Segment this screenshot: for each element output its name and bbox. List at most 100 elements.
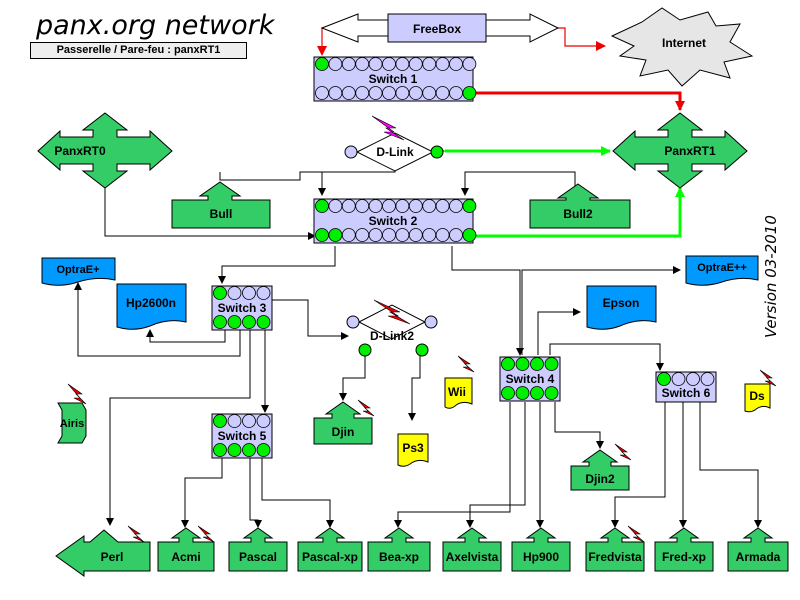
switch-port [315, 228, 329, 242]
switch-port [368, 86, 383, 100]
djin2-node: Djin2 [570, 443, 632, 491]
epson-node: Epson [586, 285, 657, 330]
switch-port [242, 443, 256, 457]
switch-6: Switch 6 [655, 371, 717, 403]
switch-port [242, 315, 256, 329]
perl-label: Perl [101, 550, 124, 564]
link-switch3-perl [106, 330, 251, 526]
switch-port [355, 57, 370, 71]
wifi-icon [614, 443, 632, 461]
switch-port [462, 57, 477, 71]
wifi-icon [197, 525, 215, 543]
switch-port [315, 86, 329, 100]
link-dlink2-djin [339, 356, 366, 401]
switch-port [408, 57, 423, 71]
link-switch3-optrae [74, 282, 241, 357]
workstation-label: Pascal [239, 550, 277, 564]
switch-1-label: Switch 1 [369, 72, 418, 86]
internet-label: Internet [662, 36, 706, 50]
switch-port [341, 86, 356, 100]
switch-port [544, 386, 559, 400]
switch-port [368, 199, 383, 213]
optrae-plus-label: OptraE+ [56, 264, 99, 276]
switch-port [422, 228, 437, 242]
wifi-icon [67, 383, 87, 405]
wifi-icon [371, 115, 405, 141]
workstation-fred-xp: Fred-xp [654, 527, 714, 572]
bull-node: Bull [171, 181, 271, 229]
link-switch4-beaxp [394, 402, 511, 528]
perl-node: Perl [55, 525, 151, 577]
link-switch6-fredvista [611, 402, 666, 528]
switch-port [395, 228, 410, 242]
switch-port [328, 228, 343, 242]
switch-port [395, 86, 410, 100]
switch-2-label: Switch 2 [369, 214, 418, 228]
djin-node: Djin [313, 399, 375, 445]
link-switch1-panxrt1 [464, 88, 685, 111]
workstation-label: Armada [736, 550, 781, 564]
freebox-label: FreeBox [413, 22, 461, 36]
switch-port [408, 86, 423, 100]
workstation-label: Axelvista [446, 550, 499, 564]
switch-port [328, 57, 343, 71]
dlink2-node: D-Link2 [346, 299, 438, 357]
switch-port [256, 414, 271, 428]
hp2600n-node: Hp2600n [116, 283, 187, 330]
link-switch2-switch4 [451, 246, 524, 356]
switch-port [462, 228, 477, 242]
switch-port [227, 443, 242, 457]
link-switch4-switch6 [549, 343, 664, 371]
switch-port [501, 357, 515, 371]
switch-port [435, 199, 450, 213]
workstation-fredvista: Fredvista [585, 525, 645, 572]
switch-port [256, 315, 271, 329]
link-switch3-hp2600n [146, 329, 226, 343]
switch-port [530, 357, 544, 371]
connections [74, 27, 762, 528]
switch-port [368, 228, 383, 242]
switch-port [242, 414, 256, 428]
panxrt1-node: PanxRT1 [612, 112, 748, 189]
switch-6-label: Switch 6 [662, 386, 711, 400]
switch-port [515, 386, 530, 400]
switch-port [449, 57, 463, 71]
switch-port [341, 199, 356, 213]
switch-port [341, 228, 356, 242]
ps3-label: Ps3 [402, 441, 424, 455]
switch-port [395, 199, 410, 213]
workstation-armada: Armada [727, 527, 789, 572]
workstation-label: Pascal-xp [302, 550, 358, 564]
wifi-icon [457, 355, 475, 373]
switch-port [382, 199, 396, 213]
switch-5: Switch 5 [211, 413, 273, 459]
workstation-axelvista: Axelvista [442, 527, 502, 572]
airis-node: Airis [57, 383, 87, 444]
link-switch5-pascalxp [261, 458, 334, 528]
ds-node: Ds [744, 369, 777, 413]
switch-4: Switch 4 [499, 356, 561, 402]
link-switch4-optraepp [521, 266, 681, 355]
djin-label: Djin [332, 425, 355, 439]
link-panxrt0-switch2 [104, 168, 316, 240]
switch-port [355, 199, 370, 213]
switch-port [256, 443, 271, 457]
link-switch5-pascal [249, 458, 262, 528]
switch-port [657, 372, 671, 386]
switch-port [368, 57, 383, 71]
link-bull2-switch2 [461, 171, 576, 196]
workstation-pascal-xp: Pascal-xp [297, 527, 363, 572]
switch-port [515, 357, 530, 371]
epson-label: Epson [603, 296, 640, 310]
switch-port [462, 86, 477, 100]
switch-2: Switch 2 [313, 198, 477, 244]
diagram-subtitle: Passerelle / Pare-feu : panxRT1 [30, 42, 247, 59]
switch-1: Switch 1 [313, 56, 477, 102]
link-switch4-axelvista [466, 402, 526, 528]
dlink-label: D-Link [376, 145, 414, 159]
link-dlink-switch2 [318, 168, 396, 196]
switch-port [328, 86, 343, 100]
switch-port [213, 286, 227, 300]
panxrt0-label: PanxRT0 [54, 144, 106, 158]
